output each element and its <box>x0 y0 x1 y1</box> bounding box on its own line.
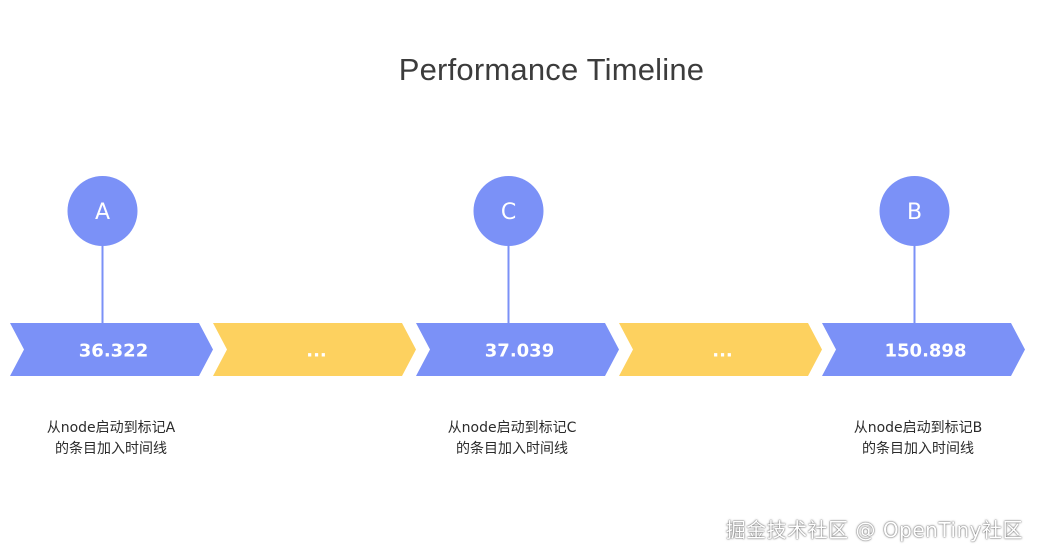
timeline-segment <box>213 323 416 376</box>
marker-circle <box>879 176 950 246</box>
timeline-segment <box>10 323 213 376</box>
marker-description-line: 从node启动到标记C <box>447 420 577 436</box>
marker-description-b: 从node启动到标记B 的条目加入时间线 <box>818 418 1018 460</box>
timeline-segment <box>822 323 1025 376</box>
marker-description-line: 从node启动到标记A <box>46 420 176 436</box>
timeline-segment-label: 150.898 <box>885 341 967 362</box>
marker-circle <box>473 176 544 246</box>
marker-description-line: 的条目加入时间线 <box>55 441 167 457</box>
marker-circle <box>67 176 138 246</box>
marker-description-c: 从node启动到标记C 的条目加入时间线 <box>412 418 612 460</box>
marker-label: B <box>907 200 922 225</box>
marker-label: A <box>95 200 110 225</box>
marker-description-line: 从node启动到标记B <box>853 420 983 436</box>
marker-description-line: 的条目加入时间线 <box>862 441 974 457</box>
watermark: 掘金技术社区 @ OpenTiny社区 <box>725 518 1023 542</box>
timeline-segment-label: 37.039 <box>485 341 554 362</box>
timeline-segment-label: ... <box>712 341 733 362</box>
page-title: Performance Timeline <box>398 52 705 87</box>
marker-description-a: 从node启动到标记A 的条目加入时间线 <box>11 418 211 460</box>
marker-label: C <box>501 200 516 225</box>
marker-description-line: 的条目加入时间线 <box>456 441 568 457</box>
timeline-segment <box>416 323 619 376</box>
timeline-segment-label: 36.322 <box>79 341 148 362</box>
timeline-segment <box>619 323 822 376</box>
timeline-segment-label: ... <box>306 341 327 362</box>
timeline-segments: 36.322... 37.039... 150.898 <box>10 323 1025 376</box>
